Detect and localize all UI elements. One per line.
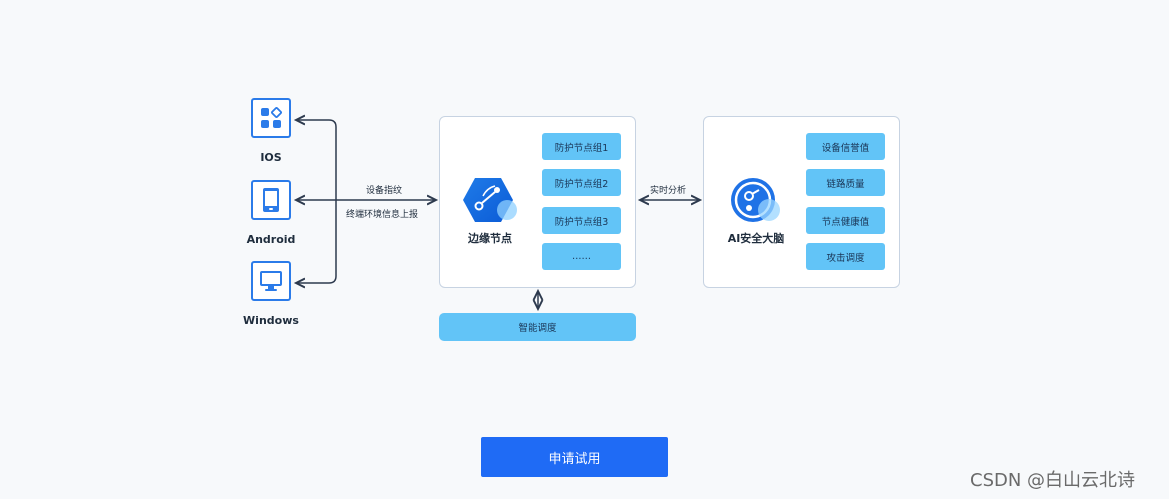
ios-label: IOS [260, 151, 282, 164]
ai-item-node-health: 节点健康值 [806, 207, 885, 234]
ios-device-icon [251, 98, 291, 138]
windows-device-icon [251, 261, 291, 301]
ai-item-link-quality: 链路质量 [806, 169, 885, 196]
ai-brain-label: AI安全大脑 [727, 232, 785, 245]
connector-ios [296, 120, 337, 200]
realtime-analysis-label: 实时分析 [650, 186, 687, 196]
android-label: Android [246, 233, 296, 246]
edge-group-1: 防护节点组1 [542, 133, 621, 160]
apply-trial-button[interactable]: 申请试用 [481, 437, 668, 477]
ai-item-attack-scheduling: 攻击调度 [806, 243, 885, 270]
ai-brain-icon [729, 176, 783, 230]
device-fingerprint-label: 设备指纹 [366, 186, 403, 196]
edge-node-icon [463, 176, 517, 228]
ai-item-device-reputation: 设备信誉值 [806, 133, 885, 160]
watermark: CSDN @白山云北诗 [970, 470, 1136, 491]
connector-windows [296, 200, 337, 283]
edge-group-more: …… [542, 243, 621, 270]
smart-scheduling-bar: 智能调度 [439, 313, 636, 341]
edge-group-2: 防护节点组2 [542, 169, 621, 196]
edge-group-3: 防护节点组3 [542, 207, 621, 234]
edge-node-label: 边缘节点 [468, 232, 512, 245]
windows-label: Windows [243, 314, 299, 327]
android-device-icon [251, 180, 291, 220]
env-report-label: 终端环境信息上报 [346, 210, 419, 220]
